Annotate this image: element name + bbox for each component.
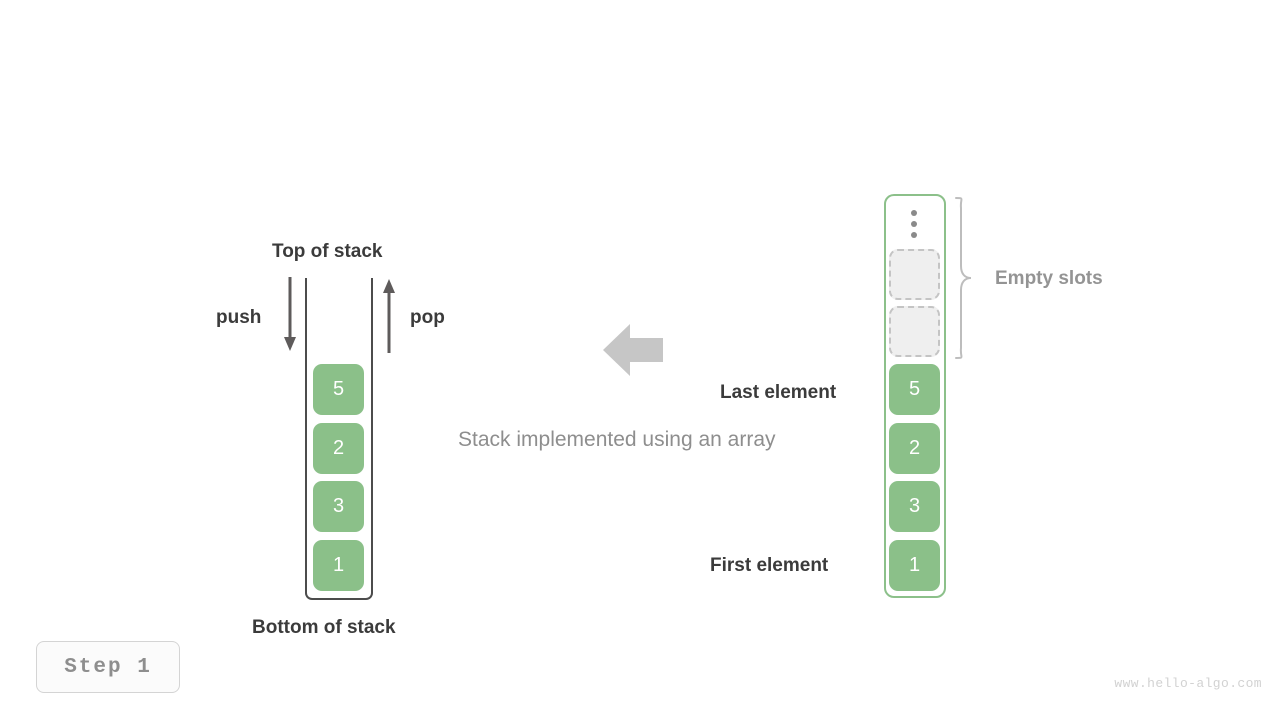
push-label: push (216, 307, 262, 328)
array-cell: 2 (889, 423, 940, 474)
stack-container (305, 278, 373, 600)
stack-cell: 5 (313, 364, 364, 415)
pop-label: pop (410, 307, 445, 328)
empty-slots-brace (952, 196, 974, 360)
push-arrow-icon (280, 277, 300, 353)
bottom-of-stack-label: Bottom of stack (252, 617, 396, 638)
first-element-label: First element (710, 555, 829, 576)
stack-cell: 2 (313, 423, 364, 474)
left-arrow-icon (603, 322, 663, 383)
top-of-stack-label: Top of stack (272, 241, 383, 262)
empty-slots-label: Empty slots (995, 268, 1103, 289)
empty-slot (889, 306, 940, 357)
watermark: www.hello-algo.com (1114, 676, 1262, 691)
array-cell: 5 (889, 364, 940, 415)
step-badge: Step 1 (36, 641, 180, 693)
empty-slot (889, 249, 940, 300)
array-cell: 3 (889, 481, 940, 532)
caption-text: Stack implemented using an array (458, 428, 776, 451)
array-container (884, 194, 946, 598)
pop-arrow-icon (379, 277, 399, 353)
step-badge-label: Step 1 (64, 655, 152, 679)
stack-cell: 3 (313, 481, 364, 532)
array-cell: 1 (889, 540, 940, 591)
last-element-label: Last element (720, 382, 837, 403)
vertical-ellipsis-icon (911, 210, 917, 238)
stack-cell: 1 (313, 540, 364, 591)
